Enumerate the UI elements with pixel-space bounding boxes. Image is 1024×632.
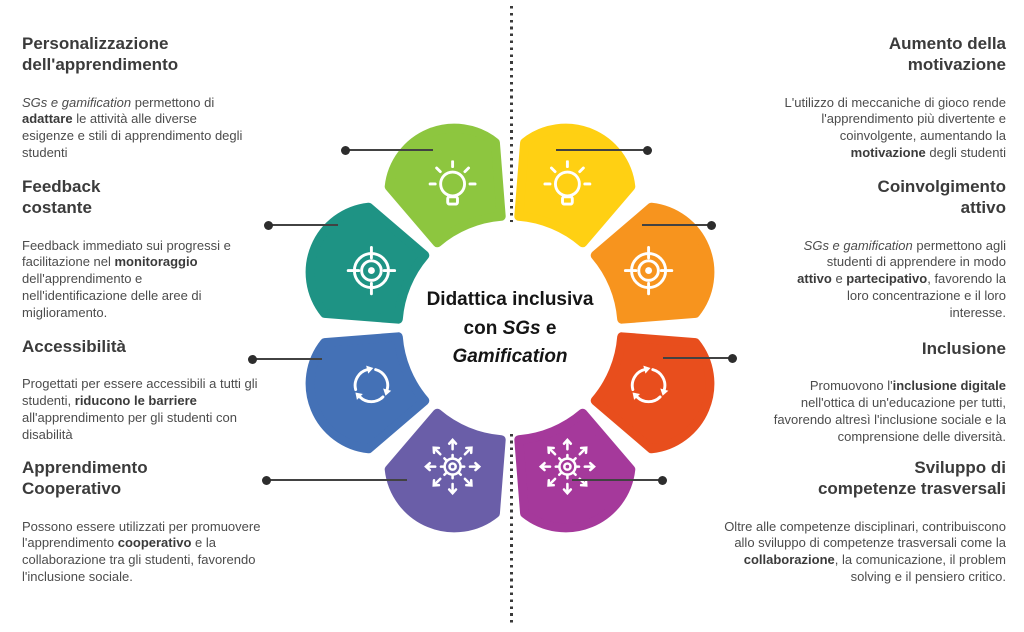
connector-dot: [248, 354, 257, 364]
wheel-segment-accessibilita: [305, 332, 430, 454]
block-body: SGs e gamification permettono di adattar…: [22, 94, 243, 161]
connector-dot: [658, 475, 667, 485]
block-cooperativo: Apprendimento Cooperativo Possono essere…: [22, 457, 327, 586]
block-inclusione: Inclusione Promuovono l'inclusione digit…: [674, 338, 1006, 446]
connector-coinvolgimento: [642, 220, 716, 230]
block-body: Promuovono l'inclusione digitale nell'ot…: [773, 378, 1006, 444]
block-personalizzazione: Personalizzazione dell'apprendimento SGs…: [22, 33, 327, 162]
connector-competenze: [572, 475, 667, 485]
wheel-segment-inclusione: [590, 332, 715, 454]
block-body: Progettati per essere accessibili a tutt…: [22, 376, 258, 442]
block-feedback: Feedback costante Feedback immediato sui…: [22, 176, 327, 322]
block-heading: Coinvolgimento attivo: [877, 177, 1006, 218]
connector-inclusione: [663, 353, 737, 363]
block-competenze: Sviluppo di competenze trasversali Oltre…: [674, 457, 1006, 586]
block-coinvolgimento: Coinvolgimento attivo SGs e gamification…: [674, 176, 1006, 322]
wheel-segment-personalizzazione: [384, 123, 506, 248]
block-heading: Aumento della motivazione: [888, 34, 1006, 75]
block-body: L'utilizzo di meccaniche di gioco rende …: [784, 94, 1006, 161]
connector-motivazione: [556, 145, 652, 155]
block-body: Feedback immediato sui progressi e facil…: [22, 237, 231, 321]
block-accessibilita: Accessibilità Progettati per essere acce…: [22, 336, 327, 444]
connector-dot: [728, 353, 737, 363]
block-heading: Inclusione: [921, 339, 1006, 358]
connector-accessibilita: [248, 354, 322, 364]
connector-dot: [341, 145, 350, 155]
connector-dot: [707, 220, 716, 230]
block-body: SGs e gamification permettono agli stude…: [797, 237, 1006, 321]
wheel-center-disc: [404, 222, 616, 434]
block-heading: Feedback costante: [22, 177, 101, 218]
block-heading: Sviluppo di competenze trasversali: [817, 458, 1006, 499]
connector-feedback: [264, 220, 338, 230]
block-body: Possono essere utilizzati per promuovere…: [22, 518, 261, 585]
diagram-title: Didattica inclusiva con SGs e Gamificati…: [426, 289, 594, 367]
block-heading: Personalizzazione dell'apprendimento: [22, 34, 179, 75]
connector-dot: [262, 475, 271, 485]
wheel-diagram: [305, 123, 715, 533]
block-body: Oltre alle competenze disciplinari, cont…: [724, 518, 1006, 585]
connector-cooperativo: [262, 475, 407, 485]
wheel-segment-motivazione: [514, 123, 636, 248]
connector-dot: [643, 145, 652, 155]
block-heading: Apprendimento Cooperativo: [22, 458, 148, 499]
block-heading: Accessibilità: [22, 337, 126, 356]
block-motivazione: Aumento della motivazione L'utilizzo di …: [674, 33, 1006, 162]
connector-personalizzazione: [341, 145, 433, 155]
connector-dot: [264, 220, 273, 230]
